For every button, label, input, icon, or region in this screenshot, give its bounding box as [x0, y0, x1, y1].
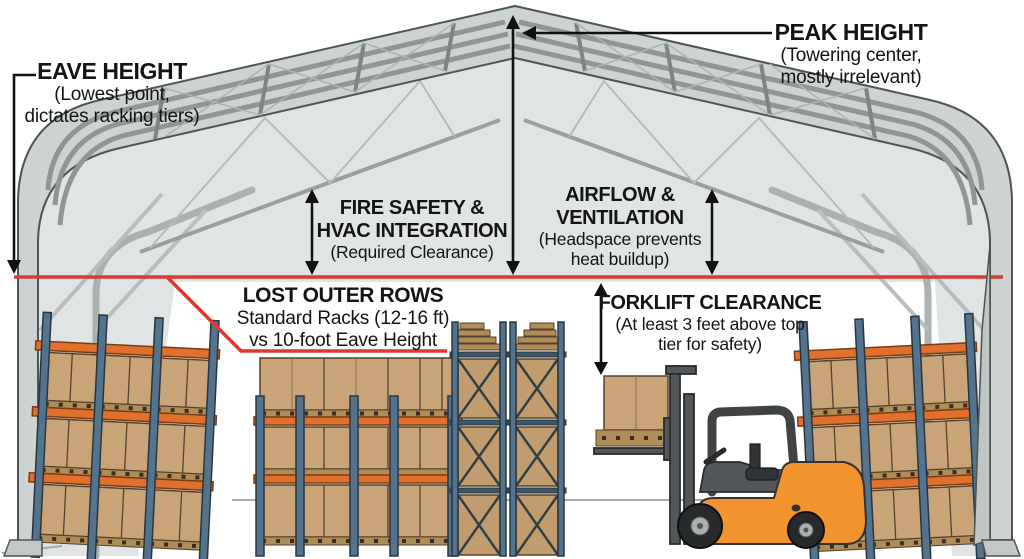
fire-safety-title: FIRE SAFETY & — [339, 197, 485, 219]
left-rack — [28, 311, 221, 559]
fire-safety-label: FIRE SAFETY & HVAC INTEGRATION (Required… — [316, 197, 508, 262]
peak-height-title: PEAK HEIGHT — [774, 19, 928, 45]
forklift-clearance-title: FORKLIFT CLEARANCE — [598, 292, 822, 314]
roof-frame — [17, 5, 1013, 546]
peak-height-label: PEAK HEIGHT (Towering center, mostly irr… — [774, 19, 928, 88]
forklift-clearance-arrow — [594, 283, 608, 375]
airflow-clearance-arrow — [705, 189, 719, 275]
fire-safety-clearance-arrow — [305, 189, 319, 275]
airflow-title: AIRFLOW & — [565, 184, 675, 206]
building-legs — [2, 244, 1022, 557]
steering-wheel — [703, 447, 727, 465]
eave-height-arrow — [7, 73, 36, 274]
end-on-racks — [449, 321, 567, 557]
mast — [669, 365, 681, 545]
forklift-body — [697, 461, 867, 545]
annotation-arrows — [7, 15, 772, 375]
peak-height-leader — [522, 26, 772, 40]
eave-height-label: EAVE HEIGHT (Lowest point, dictates rack… — [24, 58, 200, 127]
forklift — [593, 365, 867, 549]
seat-cushion — [745, 467, 779, 481]
eave-height-title: EAVE HEIGHT — [37, 58, 187, 84]
peak-height-arrow — [506, 15, 520, 275]
roof-truss — [139, 79, 885, 254]
middle-rack — [253, 357, 463, 557]
airflow-ventilation-label: AIRFLOW & VENTILATION (Headspace prevent… — [538, 184, 702, 269]
lost-outer-rows-label: LOST OUTER ROWS Standard Racks (12-16 ft… — [236, 284, 450, 351]
overhead-guard — [707, 405, 801, 497]
body-vent — [791, 504, 801, 512]
forklift-clearance-label: FORKLIFT CLEARANCE (At least 3 feet abov… — [598, 292, 822, 354]
carried-pallet-load — [593, 375, 679, 461]
interior-frame-ribs — [38, 186, 986, 559]
lost-outer-rows-title: LOST OUTER ROWS — [242, 284, 444, 307]
lost-rows-leader-line — [166, 276, 447, 353]
